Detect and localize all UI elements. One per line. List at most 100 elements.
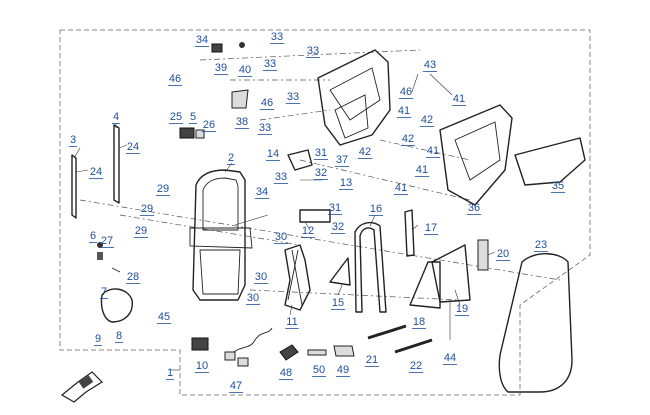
callout-32-b: 32 <box>332 221 344 233</box>
part-screws <box>97 242 121 273</box>
callout-42-b: 42 <box>402 133 414 145</box>
callout-16: 16 <box>370 203 382 215</box>
part-door-trim <box>439 104 513 206</box>
callout-46-c: 46 <box>400 86 412 98</box>
callout-42-a: 42 <box>421 114 433 126</box>
callout-33-b: 33 <box>307 45 319 57</box>
callout-38: 38 <box>236 116 248 128</box>
part-mirror-cover <box>100 288 133 323</box>
callout-41-b: 41 <box>398 105 410 117</box>
part-hinge <box>179 127 205 139</box>
part-armrest <box>514 137 586 186</box>
callout-29-b: 29 <box>141 203 153 215</box>
callout-41-a: 41 <box>453 93 465 105</box>
front-arrow-icon <box>60 371 103 403</box>
callout-13: 13 <box>340 177 352 189</box>
part-door-latch <box>287 149 313 171</box>
callout-39: 39 <box>215 62 227 74</box>
callout-31-b: 31 <box>329 202 341 214</box>
callout-33-c: 33 <box>264 58 276 70</box>
callout-3: 3 <box>70 134 76 146</box>
part-inner-door-panel <box>317 49 391 146</box>
callout-49: 49 <box>337 364 349 376</box>
callout-14: 14 <box>267 148 279 160</box>
part-50 <box>307 349 327 356</box>
callout-30-c: 30 <box>247 292 259 304</box>
callout-6: 6 <box>90 230 96 242</box>
callout-33-f: 33 <box>275 171 287 183</box>
part-weatherstrip-left <box>71 154 77 219</box>
callout-5: 5 <box>190 111 196 123</box>
part-strips <box>367 324 433 354</box>
callout-47: 47 <box>230 380 242 392</box>
callout-45: 45 <box>158 311 170 323</box>
callout-40: 40 <box>239 64 251 76</box>
callout-19: 19 <box>456 303 468 315</box>
part-bracket <box>299 209 331 223</box>
callout-12: 12 <box>302 225 314 237</box>
callout-35: 35 <box>552 180 564 192</box>
callout-17: 17 <box>425 222 437 234</box>
callout-41-e: 41 <box>395 182 407 194</box>
part-small-channel <box>404 209 415 257</box>
callout-15: 15 <box>332 297 344 309</box>
callout-46-a: 46 <box>169 73 181 85</box>
callout-7: 7 <box>101 286 107 298</box>
callout-24-mid: 24 <box>127 141 139 153</box>
part-switch <box>191 337 209 351</box>
callout-46-b: 46 <box>261 97 273 109</box>
part-glass-19 <box>431 244 471 303</box>
callout-4: 4 <box>113 111 119 123</box>
callout-41-d: 41 <box>416 164 428 176</box>
callout-21: 21 <box>366 354 378 366</box>
callout-29-c: 29 <box>135 225 147 237</box>
callout-23: 23 <box>535 239 547 251</box>
callout-26: 26 <box>203 119 215 131</box>
callout-22: 22 <box>410 360 422 372</box>
callout-34-b: 34 <box>256 186 268 198</box>
part-door-seal <box>498 253 573 393</box>
part-pocket <box>231 89 249 109</box>
callout-1: 1 <box>167 367 173 379</box>
callout-29-a: 29 <box>157 183 169 195</box>
callout-11: 11 <box>286 316 297 328</box>
leader-lines <box>73 73 496 371</box>
callout-25: 25 <box>170 111 182 123</box>
assembly-boundary-frame <box>59 29 591 396</box>
callout-32-a: 32 <box>315 167 327 179</box>
callout-24-left: 24 <box>90 166 102 178</box>
callout-28: 28 <box>127 271 139 283</box>
part-clip <box>279 344 299 361</box>
part-49 <box>333 345 355 357</box>
part-door-frame <box>189 169 253 301</box>
callout-36: 36 <box>468 202 480 214</box>
callout-10: 10 <box>196 360 208 372</box>
part-window-channel <box>354 221 387 313</box>
callout-2: 2 <box>228 152 234 164</box>
alignment-lines <box>79 49 561 301</box>
callout-42-c: 42 <box>359 146 371 158</box>
callout-8: 8 <box>116 330 122 342</box>
callout-30-b: 30 <box>255 271 267 283</box>
callout-44: 44 <box>444 352 456 364</box>
part-window-regulator <box>284 244 311 311</box>
callout-33-a: 33 <box>271 31 283 43</box>
part-vertical-strip <box>113 124 120 204</box>
callout-9: 9 <box>95 333 101 345</box>
callout-31-a: 31 <box>315 147 327 159</box>
part-panel-20 <box>477 239 489 271</box>
callout-50: 50 <box>313 364 325 376</box>
callout-20: 20 <box>497 248 509 260</box>
callout-33-d: 33 <box>287 91 299 103</box>
part-small-glass <box>329 257 351 286</box>
callout-48: 48 <box>280 367 292 379</box>
callout-41-c: 41 <box>427 145 439 157</box>
part-hardware-top <box>211 42 245 53</box>
callout-43: 43 <box>424 59 436 71</box>
callout-18: 18 <box>413 316 425 328</box>
callout-labels: 1 2 3 24 4 24 25 5 26 29 29 29 6 27 28 7… <box>68 31 566 393</box>
callout-34-a: 34 <box>196 34 208 46</box>
callout-27: 27 <box>101 235 113 247</box>
part-glass-18 <box>409 261 441 309</box>
